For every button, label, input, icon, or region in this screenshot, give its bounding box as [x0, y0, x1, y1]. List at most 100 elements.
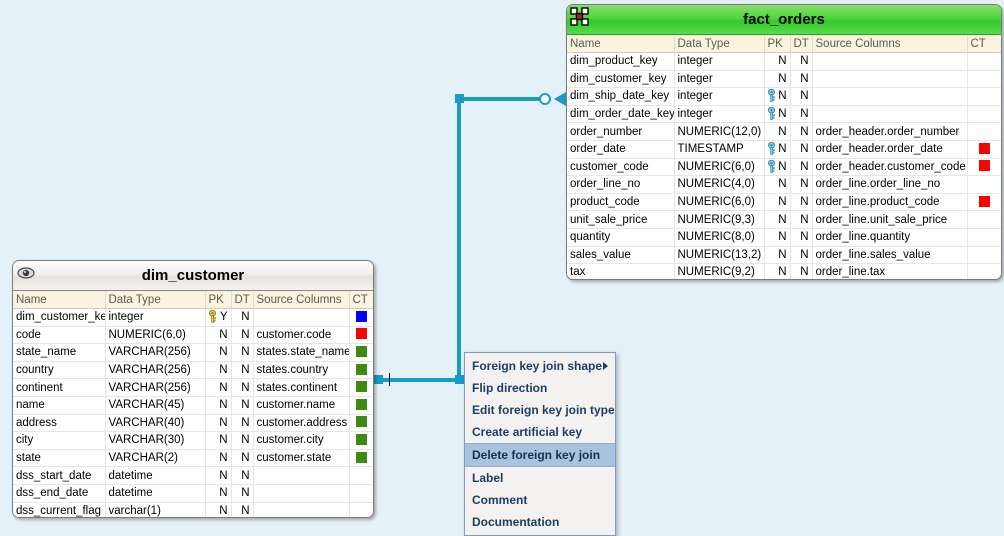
cell-column-name[interactable]: continent — [13, 378, 106, 397]
cell-dt[interactable]: N — [790, 52, 813, 71]
cell-change-type[interactable] — [349, 449, 373, 468]
col-header-datatype[interactable]: Data Type — [674, 35, 765, 53]
cell-change-type[interactable] — [349, 308, 373, 327]
cell-source-column[interactable]: customer.address — [253, 414, 350, 433]
cell-source-column[interactable]: customer.code — [253, 326, 350, 345]
cell-source-column[interactable]: order_line.unit_sale_price — [812, 210, 968, 229]
cell-change-type[interactable] — [349, 431, 373, 450]
cell-change-type[interactable] — [967, 70, 1001, 89]
cell-data-type[interactable]: integer — [105, 308, 206, 327]
cell-change-type[interactable] — [967, 246, 1001, 265]
cell-pk[interactable]: N — [764, 87, 791, 106]
cell-change-type[interactable] — [967, 52, 1001, 71]
entity-dim-customer[interactable]: dim_customer Name Data Type PK DT Source… — [12, 260, 374, 518]
cell-dt[interactable]: N — [231, 449, 254, 468]
cell-data-type[interactable]: varchar(1) — [105, 502, 206, 517]
cell-column-name[interactable]: code — [13, 326, 106, 345]
cell-source-column[interactable]: order_line.sales_value — [812, 246, 968, 265]
cell-data-type[interactable]: VARCHAR(30) — [105, 431, 206, 450]
cell-dt[interactable]: N — [231, 466, 254, 485]
cell-change-type[interactable] — [967, 87, 1001, 106]
menu-item-delete-foreign-key-join[interactable]: Delete foreign key join — [465, 443, 615, 467]
cell-dt[interactable]: N — [790, 122, 813, 141]
cell-dt[interactable]: N — [231, 484, 254, 503]
cell-dt[interactable]: N — [790, 246, 813, 265]
cell-data-type[interactable]: integer — [674, 87, 765, 106]
cell-pk[interactable]: N — [205, 361, 232, 380]
cell-dt[interactable]: N — [790, 87, 813, 106]
cell-column-name[interactable]: quantity — [567, 228, 675, 247]
cell-dt[interactable]: N — [231, 343, 254, 362]
cell-change-type[interactable] — [967, 263, 1001, 279]
cell-column-name[interactable]: tax — [567, 263, 675, 279]
cell-change-type[interactable] — [349, 484, 373, 503]
cell-pk[interactable]: N — [764, 263, 791, 279]
cell-source-column[interactable]: states.state_name — [253, 343, 350, 362]
cell-column-name[interactable]: city — [13, 431, 106, 450]
menu-item-documentation[interactable]: Documentation — [465, 511, 615, 533]
cell-source-column[interactable]: order_header.order_number — [812, 122, 968, 141]
cell-source-column[interactable]: order_line.quantity — [812, 228, 968, 247]
cell-pk[interactable]: N — [205, 396, 232, 415]
cell-data-type[interactable]: datetime — [105, 484, 206, 503]
cell-pk[interactable]: N — [764, 228, 791, 247]
cell-pk[interactable]: N — [764, 52, 791, 71]
cell-dt[interactable]: N — [790, 158, 813, 177]
cell-source-column[interactable] — [812, 52, 968, 71]
join-handle-corner[interactable] — [455, 94, 464, 103]
cell-pk[interactable]: N — [764, 246, 791, 265]
cell-dt[interactable]: N — [231, 378, 254, 397]
join-segment-vertical[interactable] — [457, 99, 461, 382]
cell-data-type[interactable]: integer — [674, 105, 765, 124]
cell-column-name[interactable]: unit_sale_price — [567, 210, 675, 229]
cell-data-type[interactable]: NUMERIC(6,0) — [105, 326, 206, 345]
col-header-name[interactable]: Name — [567, 35, 675, 53]
cell-data-type[interactable]: datetime — [105, 466, 206, 485]
cell-pk[interactable]: N — [764, 175, 791, 194]
cell-data-type[interactable]: VARCHAR(40) — [105, 414, 206, 433]
cell-column-name[interactable]: product_code — [567, 193, 675, 212]
cell-column-name[interactable]: dim_product_key — [567, 52, 675, 71]
cell-change-type[interactable] — [967, 210, 1001, 229]
menu-item-comment[interactable]: Comment — [465, 489, 615, 511]
col-header-source[interactable]: Source Columns — [812, 35, 968, 53]
cell-pk[interactable]: N — [205, 431, 232, 450]
col-header-dt[interactable]: DT — [790, 35, 813, 53]
cell-data-type[interactable]: NUMERIC(8,0) — [674, 228, 765, 247]
cell-change-type[interactable] — [349, 414, 373, 433]
entity-fact-orders[interactable]: fact_orders Name Data Type PK DT Source … — [566, 4, 1002, 280]
cell-dt[interactable]: N — [790, 140, 813, 159]
cell-dt[interactable]: N — [790, 210, 813, 229]
cell-pk[interactable]: N — [205, 326, 232, 345]
join-segment-top-horizontal[interactable] — [457, 97, 547, 101]
cell-dt[interactable]: N — [231, 431, 254, 450]
cell-data-type[interactable]: VARCHAR(256) — [105, 343, 206, 362]
cell-column-name[interactable]: country — [13, 361, 106, 380]
cell-dt[interactable]: N — [231, 361, 254, 380]
cell-change-type[interactable] — [967, 158, 1001, 177]
cell-column-name[interactable]: customer_code — [567, 158, 675, 177]
cell-source-column[interactable] — [253, 308, 350, 327]
join-segment-bottom-horizontal[interactable] — [378, 378, 460, 382]
cell-change-type[interactable] — [349, 361, 373, 380]
cell-pk[interactable]: N — [764, 158, 791, 177]
cell-data-type[interactable]: integer — [674, 52, 765, 71]
cell-source-column[interactable]: states.continent — [253, 378, 350, 397]
cell-dt[interactable]: N — [790, 263, 813, 279]
cell-source-column[interactable]: order_header.order_date — [812, 140, 968, 159]
cell-column-name[interactable]: dss_end_date — [13, 484, 106, 503]
cell-source-column[interactable]: order_header.customer_code — [812, 158, 968, 177]
